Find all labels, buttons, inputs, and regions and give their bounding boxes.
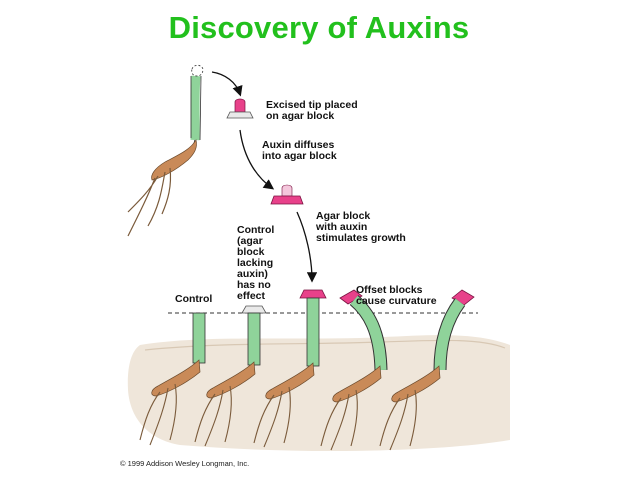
control-plant	[139, 312, 206, 446]
offset-block-plant-right	[379, 289, 475, 451]
slide-title: Discovery of Auxins	[168, 10, 470, 45]
auxin-agar-block	[270, 184, 304, 205]
arrow-to-apply	[296, 211, 318, 283]
arrow-tip-to-block	[211, 71, 243, 97]
auxin-block-plant	[253, 289, 327, 448]
copyright-notice: © 1999 Addison Wesley Longman, Inc.	[120, 459, 250, 468]
offset-block-plant-left	[320, 289, 388, 451]
soil	[127, 335, 510, 452]
arrow-diffusion	[239, 129, 275, 190]
plain-agar-plant	[194, 305, 267, 447]
decapitated-seedling	[127, 64, 204, 237]
label-control: Control	[175, 293, 213, 305]
excised-tip-on-block	[226, 98, 254, 119]
